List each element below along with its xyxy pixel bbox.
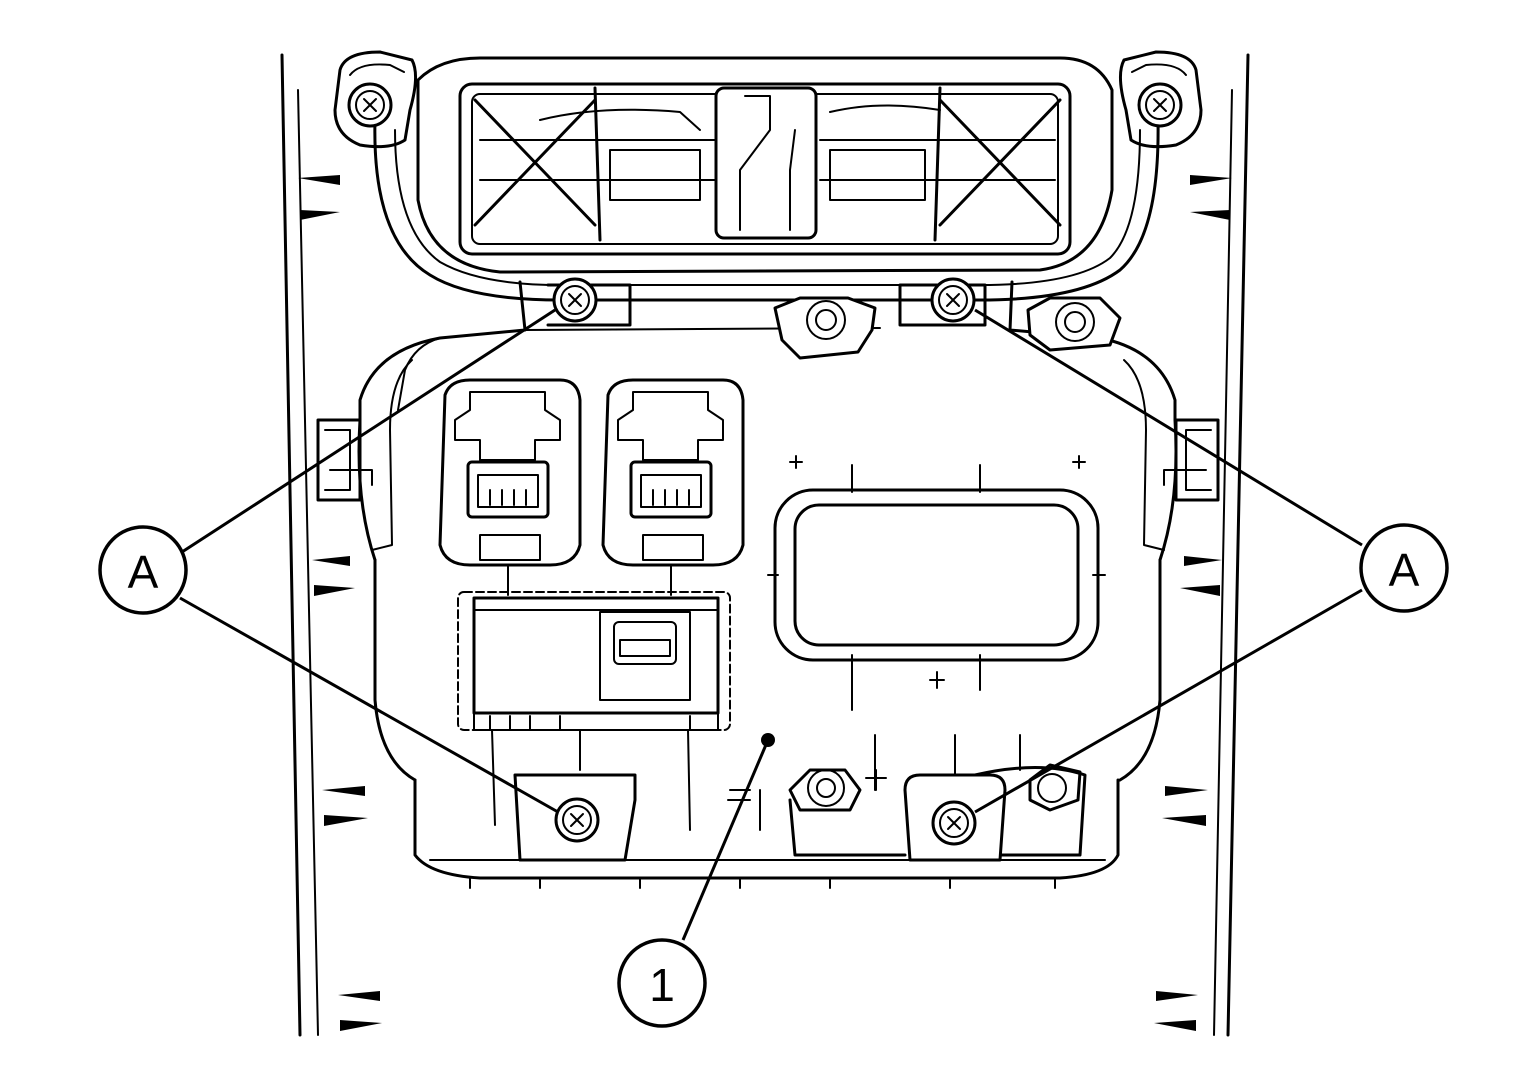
callout-a-left: A: [98, 525, 188, 615]
lamp-opening: [767, 455, 1106, 711]
connector-icon: [601, 378, 745, 596]
clip-nut-icon: [773, 296, 877, 360]
connector-icon: [438, 378, 582, 596]
callout-a-left-label: A: [128, 546, 159, 598]
top-mount-right: [1119, 50, 1203, 149]
screw-icon: [903, 773, 1007, 862]
headliner-trim: [280, 53, 1250, 1037]
control-module: [457, 591, 731, 831]
leader-lines: [179, 308, 1363, 941]
top-mount-left: [333, 50, 417, 149]
callout-1: 1: [617, 938, 707, 1028]
screw-icon: [898, 277, 987, 327]
lower-fasteners: [727, 734, 1087, 857]
screw-icon: [1137, 82, 1183, 128]
clip-nut-icon: [1026, 296, 1122, 352]
screw-icon: [546, 277, 632, 327]
vent-icon: [458, 82, 1072, 256]
screw-icon: [513, 773, 637, 862]
screw-icon: [347, 82, 393, 128]
callout-a-right-label: A: [1389, 544, 1420, 596]
callout-1-label: 1: [649, 959, 675, 1011]
callout-a-right: A: [1359, 523, 1449, 613]
